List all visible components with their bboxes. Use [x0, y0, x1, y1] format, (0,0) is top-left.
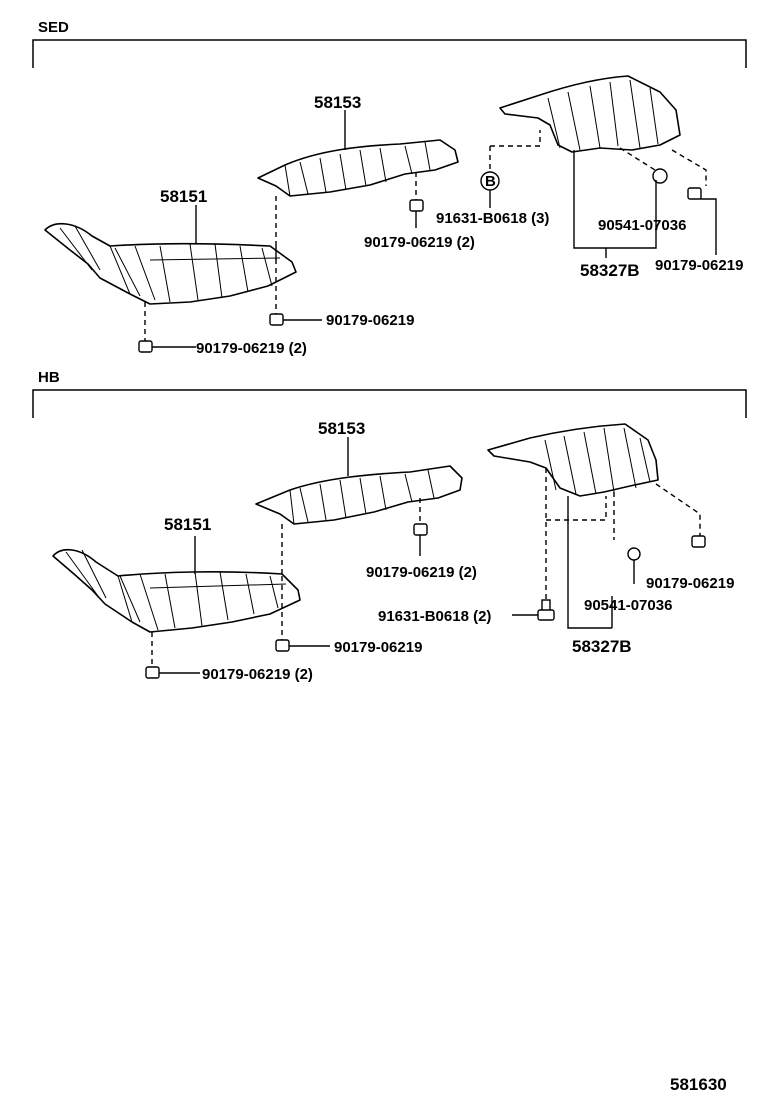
label-front-cover-hb: 58151	[164, 515, 211, 534]
nut-center-hb-icon[interactable]	[413, 523, 428, 536]
section-title-hb: HB	[38, 369, 60, 386]
clip-sed-icon[interactable]	[652, 168, 668, 184]
label-clip-sed: 90541-07036	[598, 217, 686, 234]
nut-rear-hb-icon[interactable]	[691, 535, 706, 548]
label-nut-rear-hb: 90179-06219	[646, 575, 734, 592]
section-title-sed: SED	[38, 19, 69, 36]
front-heat-insulator-sed[interactable]	[44, 223, 297, 305]
bolt-hb-icon[interactable]	[537, 599, 555, 621]
label-front-cover-sed: 58151	[160, 187, 207, 206]
front-heat-insulator-hb[interactable]	[52, 549, 301, 633]
label-clip-hb: 90541-07036	[584, 597, 672, 614]
label-nut-center-hb: 90179-06219 (2)	[366, 564, 477, 581]
nut-front-lower-sed-icon[interactable]	[138, 340, 153, 353]
nut-front-lower-hb-icon[interactable]	[145, 666, 160, 679]
center-heat-insulator-sed[interactable]	[257, 139, 459, 197]
section-hb: HB 58151 58153	[32, 369, 747, 683]
nut-rear-sed-icon[interactable]	[687, 187, 702, 200]
clip-hb-icon[interactable]	[627, 547, 641, 561]
label-rear-cover-hb: 58327B	[572, 637, 632, 656]
label-nut-front-right-sed: 90179-06219	[326, 312, 414, 329]
section-bracket-sed	[32, 39, 747, 68]
label-bolt-sed: 91631-B0618 (3)	[436, 210, 549, 227]
label-nut-front-right-hb: 90179-06219	[334, 639, 422, 656]
rear-heat-insulator-hb[interactable]	[487, 423, 659, 497]
center-heat-insulator-hb[interactable]	[255, 465, 463, 525]
nut-center-sed-icon[interactable]	[409, 199, 424, 212]
label-center-cover-hb: 58153	[318, 419, 365, 438]
diagram-code: 581630	[670, 1075, 727, 1094]
bolt-marker-letter: B	[485, 173, 496, 190]
label-nut-front-lower-hb: 90179-06219 (2)	[202, 666, 313, 683]
section-bracket-hb	[32, 389, 747, 418]
section-sed: SED 58151 58153	[32, 19, 747, 357]
rear-heat-insulator-sed[interactable]	[499, 75, 681, 153]
label-bolt-hb: 91631-B0618 (2)	[378, 608, 491, 625]
nut-front-right-sed-icon[interactable]	[269, 313, 284, 326]
label-center-cover-sed: 58153	[314, 93, 361, 112]
nut-front-right-hb-icon[interactable]	[275, 639, 290, 652]
label-nut-rear-sed: 90179-06219	[655, 257, 743, 274]
label-nut-center-sed: 90179-06219 (2)	[364, 234, 475, 251]
label-nut-front-lower-sed: 90179-06219 (2)	[196, 340, 307, 357]
label-rear-cover-sed: 58327B	[580, 261, 640, 280]
